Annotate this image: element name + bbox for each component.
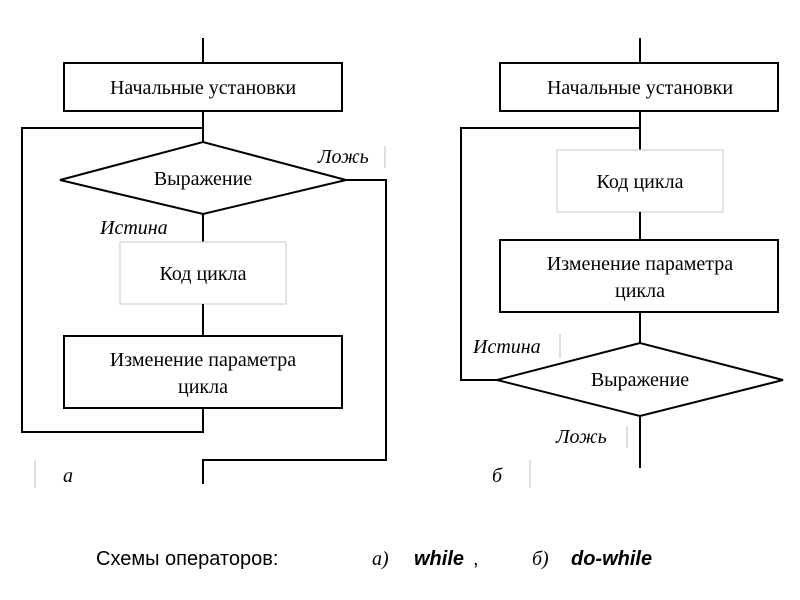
b-condition-diamond (496, 341, 784, 418)
b-false-label: Ложь (555, 426, 607, 448)
caption-b-marker: б) (532, 548, 549, 570)
a-loop-back-line (21, 127, 204, 433)
b-condition-label: Выражение (591, 369, 689, 391)
b-panel-letter: б (492, 465, 503, 487)
a-condition-label: Выражение (154, 168, 252, 190)
a-true-label: Истина (99, 217, 168, 239)
caption-a-keyword: while (414, 548, 465, 570)
caption-comma: , (473, 548, 479, 570)
a-body-label: Код цикла (160, 263, 247, 285)
b-update-label-line1: Изменение параметра (547, 253, 733, 275)
b-update-label-line2: цикла (615, 280, 665, 302)
caption-b-keyword: do-while (571, 548, 653, 570)
a-panel-letter: а (63, 465, 73, 487)
b-init-label: Начальные установки (547, 77, 733, 99)
a-false-exit-line (202, 179, 387, 484)
a-init-label: Начальные установки (110, 77, 296, 99)
caption-prefix: Схемы операторов: (96, 548, 279, 570)
caption-a-marker: а) (372, 548, 389, 570)
a-update-label-line1: Изменение параметра (110, 349, 296, 371)
b-true-loop-back-line (460, 127, 640, 381)
b-true-label: Истина (472, 336, 541, 358)
a-false-label: Ложь (317, 146, 369, 168)
b-body-label: Код цикла (597, 171, 684, 193)
a-update-label-line2: цикла (178, 376, 228, 398)
